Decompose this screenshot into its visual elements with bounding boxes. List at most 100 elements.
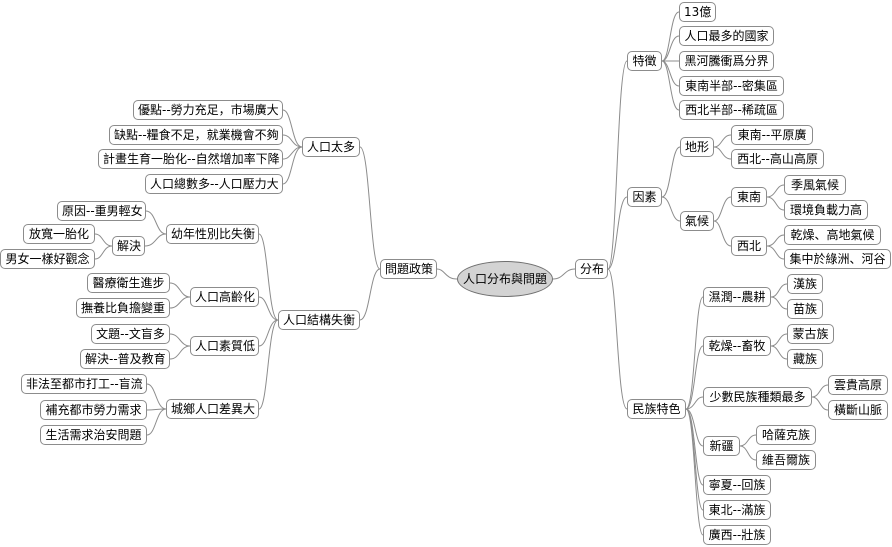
- node-humid[interactable]: 濕潤--農耕: [703, 287, 771, 307]
- connector: [661, 146, 681, 198]
- node-overpopulation[interactable]: 人口太多: [302, 137, 360, 157]
- root-node[interactable]: 人口分布與問題: [457, 261, 553, 297]
- leaf-node[interactable]: 季風氣候: [784, 175, 846, 195]
- connector: [713, 146, 732, 160]
- node-factors[interactable]: 因素: [627, 187, 662, 207]
- connector: [770, 333, 788, 347]
- connector: [739, 434, 757, 447]
- leaf-node[interactable]: 黑河騰衝爲分界: [679, 51, 774, 71]
- leaf-node[interactable]: 橫斷山脈: [828, 400, 888, 420]
- node-low-quality[interactable]: 人口素質低: [190, 336, 259, 356]
- connector: [145, 210, 167, 235]
- connector: [258, 233, 279, 321]
- connector: [282, 109, 303, 148]
- connector: [685, 396, 704, 410]
- leaf-node[interactable]: 西北--高山高原: [731, 149, 824, 169]
- connector: [770, 296, 788, 310]
- connector: [436, 268, 458, 280]
- leaf-node[interactable]: 蒙古族: [787, 324, 834, 344]
- connector: [713, 196, 732, 222]
- connector: [713, 134, 732, 148]
- node-sex-ratio[interactable]: 幼年性別比失衡: [166, 224, 259, 244]
- connector: [607, 60, 628, 270]
- leaf-node[interactable]: 解決--普及教育: [80, 349, 170, 369]
- leaf-node[interactable]: 文題--文盲多: [91, 324, 170, 344]
- connector: [811, 396, 829, 411]
- connector: [258, 296, 279, 321]
- node-northwest[interactable]: 西北: [731, 236, 767, 256]
- node-minority[interactable]: 少數民族種類最多: [703, 387, 812, 407]
- connector: [146, 408, 167, 436]
- connector: [169, 296, 191, 309]
- node-solution[interactable]: 解決: [112, 236, 145, 256]
- leaf-node[interactable]: 西北半部--稀疏區: [679, 100, 784, 120]
- leaf-node[interactable]: 人口最多的國家: [679, 26, 774, 46]
- leaf-node[interactable]: 東南半部--密集區: [679, 76, 784, 96]
- leaf-node[interactable]: 原因--重男輕女: [57, 201, 146, 221]
- connector: [94, 245, 113, 260]
- connector: [359, 268, 381, 321]
- node-xinjiang[interactable]: 新疆: [703, 436, 740, 456]
- connector: [713, 220, 732, 247]
- leaf-node[interactable]: 優點--勞力充足，市場廣大: [133, 100, 283, 120]
- connector: [766, 184, 785, 198]
- leaf-node[interactable]: 缺點--糧食不足，就業機會不夠: [109, 125, 283, 145]
- connector: [770, 283, 788, 298]
- leaf-node[interactable]: 藏族: [787, 349, 823, 369]
- leaf-node[interactable]: 苗族: [787, 299, 823, 319]
- connector: [770, 345, 788, 360]
- leaf-node[interactable]: 男女一樣好觀念: [0, 249, 95, 269]
- node-southeast[interactable]: 東南: [731, 187, 767, 207]
- connector: [282, 134, 303, 148]
- node-features[interactable]: 特徵: [627, 51, 662, 71]
- connector: [146, 383, 167, 410]
- leaf-node[interactable]: 乾燥、高地氣候: [784, 225, 881, 245]
- leaf-node[interactable]: 集中於綠洲、河谷: [784, 249, 891, 269]
- leaf-node[interactable]: 廣西--壯族: [703, 525, 771, 545]
- node-climate[interactable]: 氣候: [680, 211, 714, 231]
- leaf-node[interactable]: 東南--平原廣: [731, 125, 813, 145]
- connector: [661, 196, 681, 222]
- connector: [169, 282, 191, 298]
- branch-problem-policy[interactable]: 問題政策: [380, 259, 437, 279]
- leaf-node[interactable]: 雲貴高原: [828, 375, 888, 395]
- connector: [661, 60, 680, 87]
- connector: [766, 245, 785, 260]
- connector: [94, 233, 113, 247]
- node-dry[interactable]: 乾燥--畜牧: [703, 336, 771, 356]
- leaf-node[interactable]: 計畫生育一胎化--自然增加率下降: [98, 149, 283, 169]
- node-aging[interactable]: 人口高齡化: [190, 287, 259, 307]
- leaf-node[interactable]: 補充都市勞力需求: [40, 400, 147, 420]
- branch-distribution[interactable]: 分布: [575, 259, 608, 279]
- leaf-node[interactable]: 撫養比負擔變重: [76, 298, 170, 318]
- node-structure-imbalance[interactable]: 人口結構失衡: [278, 310, 360, 330]
- leaf-node[interactable]: 維吾爾族: [756, 450, 816, 470]
- node-urban-rural[interactable]: 城鄉人口差異大: [166, 399, 259, 419]
- leaf-node[interactable]: 13億: [679, 2, 716, 22]
- node-terrain[interactable]: 地形: [680, 137, 714, 157]
- connector: [359, 146, 381, 270]
- leaf-node[interactable]: 東北--滿族: [703, 500, 771, 520]
- connector: [258, 319, 279, 347]
- connector: [811, 384, 829, 398]
- leaf-node[interactable]: 生活需求治安問題: [40, 425, 147, 445]
- leaf-node[interactable]: 非法至都市打工--盲流: [21, 374, 147, 394]
- connector: [685, 345, 704, 410]
- connector: [169, 345, 191, 360]
- leaf-node[interactable]: 漢族: [787, 274, 823, 294]
- connector: [766, 234, 785, 247]
- leaf-node[interactable]: 環境負載力高: [784, 200, 868, 220]
- connector: [739, 445, 757, 461]
- leaf-node[interactable]: 醫療衛生進步: [87, 273, 170, 293]
- node-ethnic[interactable]: 民族特色: [627, 399, 686, 419]
- leaf-node[interactable]: 寧夏--回族: [703, 475, 771, 495]
- leaf-node[interactable]: 哈薩克族: [756, 425, 816, 445]
- connector: [552, 268, 576, 280]
- connector: [169, 333, 191, 347]
- connector: [144, 233, 167, 247]
- connector: [258, 319, 279, 410]
- leaf-node[interactable]: 放寬一胎化: [23, 224, 95, 244]
- leaf-node[interactable]: 人口總數多--人口壓力大: [145, 174, 283, 194]
- connector: [661, 60, 680, 111]
